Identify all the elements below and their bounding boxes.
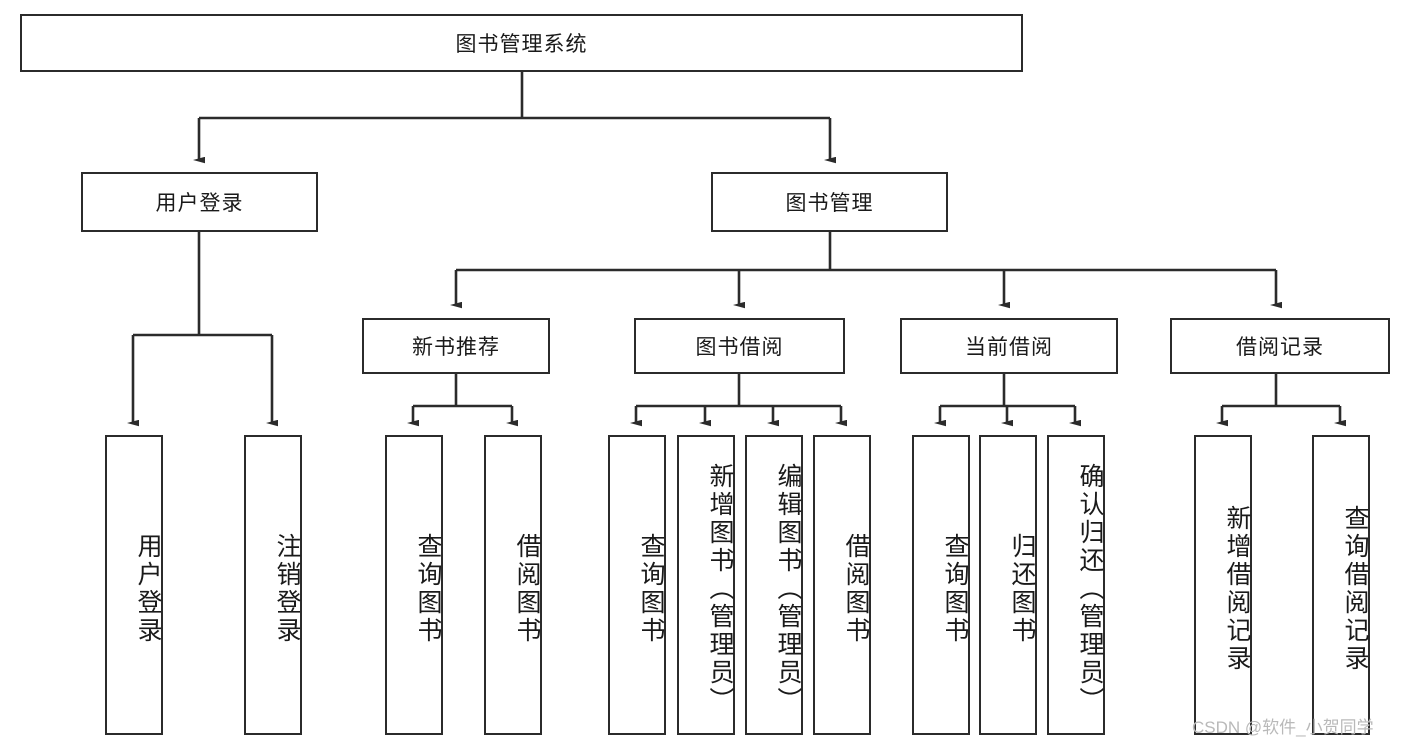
node-label: 查询图书	[414, 533, 442, 645]
node-label: 用户登录	[155, 192, 244, 215]
leaf-new-book-borrow-book[interactable]: 借阅图书	[484, 435, 542, 735]
node-label: 图书管理系统	[455, 33, 588, 56]
node-label: 注销登录	[273, 533, 301, 645]
node-current-borrow[interactable]: 当前借阅	[900, 318, 1118, 374]
node-label: 当前借阅	[965, 336, 1053, 359]
node-label: 借阅图书	[513, 533, 541, 645]
leaf-current-borrow-confirm-return-admin[interactable]: 确认归还（管理员）	[1047, 435, 1105, 735]
watermark-text: CSDN @软件_小贺同学	[1192, 718, 1374, 737]
node-label: 确认归还（管理员）	[1076, 463, 1104, 715]
node-label: 新增借阅记录	[1223, 505, 1251, 673]
node-borrow-records[interactable]: 借阅记录	[1170, 318, 1390, 374]
node-new-book-recommend[interactable]: 新书推荐	[362, 318, 550, 374]
node-label: 图书管理	[785, 192, 874, 215]
leaf-borrow-records-query-record[interactable]: 查询借阅记录	[1312, 435, 1370, 735]
node-book-borrow[interactable]: 图书借阅	[634, 318, 845, 374]
leaf-current-borrow-query-book[interactable]: 查询图书	[912, 435, 970, 735]
node-label: 归还图书	[1008, 533, 1036, 645]
leaf-user-login-logout[interactable]: 注销登录	[244, 435, 302, 735]
leaf-new-book-query-book[interactable]: 查询图书	[385, 435, 443, 735]
leaf-borrow-records-add-record[interactable]: 新增借阅记录	[1194, 435, 1252, 735]
leaf-user-login-login[interactable]: 用户登录	[105, 435, 163, 735]
node-label: 查询图书	[637, 533, 665, 645]
node-label: 用户登录	[134, 533, 162, 645]
node-user-login[interactable]: 用户登录	[81, 172, 318, 232]
leaf-book-borrow-edit-book-admin[interactable]: 编辑图书（管理员）	[745, 435, 803, 735]
node-label: 借阅图书	[842, 533, 870, 645]
node-label: 查询图书	[941, 533, 969, 645]
node-label: 借阅记录	[1236, 336, 1324, 359]
node-label: 新书推荐	[412, 336, 500, 359]
node-label: 编辑图书（管理员）	[774, 463, 802, 715]
node-label: 新增图书（管理员）	[706, 463, 734, 715]
leaf-current-borrow-return-book[interactable]: 归还图书	[979, 435, 1037, 735]
node-label: 图书借阅	[695, 336, 784, 359]
node-book-management[interactable]: 图书管理	[711, 172, 948, 232]
node-root-book-management-system[interactable]: 图书管理系统	[20, 14, 1023, 72]
node-label: 查询借阅记录	[1341, 505, 1369, 673]
leaf-book-borrow-borrow-book[interactable]: 借阅图书	[813, 435, 871, 735]
leaf-book-borrow-add-book-admin[interactable]: 新增图书（管理员）	[677, 435, 735, 735]
leaf-book-borrow-query-book[interactable]: 查询图书	[608, 435, 666, 735]
